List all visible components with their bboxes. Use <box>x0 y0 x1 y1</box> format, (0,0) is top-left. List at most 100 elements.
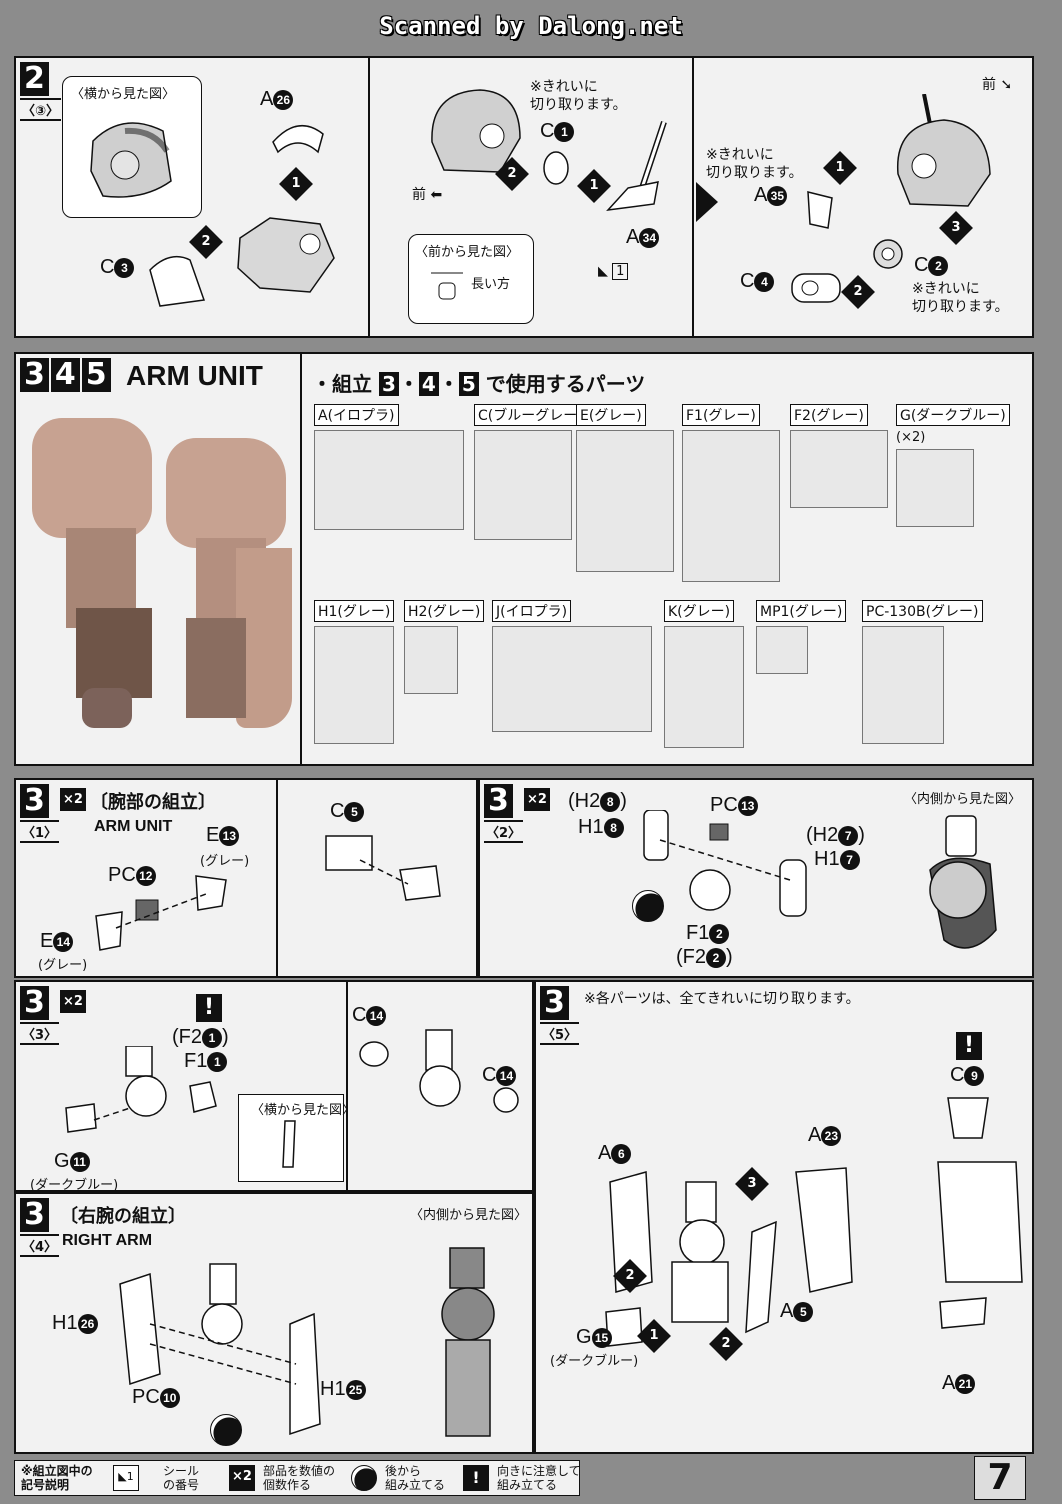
runner-h1: H1(グレー) <box>314 600 395 744</box>
step-subtitle: RIGHT ARM <box>62 1232 153 1249</box>
step-arrow-2b: 2 <box>709 1327 743 1361</box>
forearm-assembly-drawing <box>605 1167 853 1347</box>
runner-h2: H2(グレー) <box>404 600 485 694</box>
divider <box>276 780 278 976</box>
step-title: 〔右腕の組立〕 <box>60 1206 186 1227</box>
step-number: 3 <box>484 784 513 818</box>
clean-cut-note-2: ※きれいに 切り取ります。 <box>706 147 803 181</box>
part-a26-drawing <box>272 125 324 154</box>
runner-j: J(イロプラ) <box>492 600 652 732</box>
arm-joint-drawing <box>95 875 227 951</box>
step-number: 3 <box>20 986 49 1020</box>
runner-mp1: MP1(グレー) <box>756 600 847 674</box>
hand-assembly-drawing <box>937 1097 1023 1329</box>
x2-badge: ×2 <box>60 990 86 1013</box>
runner-f1: F1(グレー) <box>682 404 780 582</box>
part-a35-drawing <box>807 191 833 229</box>
helmet-front-drawing <box>431 89 521 173</box>
legend-count: 部品を数値の 個数作る <box>263 1464 336 1492</box>
right-arm-drawing <box>119 1263 321 1436</box>
substep-label: 〈4〉 <box>20 1234 60 1257</box>
back-icon <box>351 1465 377 1491</box>
inner-view-drawing <box>929 815 997 949</box>
upper-arm-cap-drawing <box>359 1029 519 1113</box>
runner-e: E(グレー) <box>576 404 674 572</box>
side-view-part <box>282 1120 296 1168</box>
legend-heading: ※組立図中の 記号説明 <box>21 1464 93 1492</box>
part-c5-drawing <box>325 835 441 901</box>
runner-c: C(ブルーグレー) <box>474 404 587 540</box>
inner-view-label: 〈内側から見た図〉 <box>904 792 1022 807</box>
dark-blue-label: (ダークブルー) <box>550 1354 639 1369</box>
step-subtitle: ARM UNIT <box>94 818 173 835</box>
divider <box>368 58 370 336</box>
runner-f2: F2(グレー) <box>790 404 888 508</box>
step-arrow-1: 1 <box>279 167 313 201</box>
runner-pc130b: PC-130B(グレー) <box>862 600 983 744</box>
side-view-label: 〈横から見た図〉 <box>251 1103 356 1118</box>
substep-label: 〈3〉 <box>20 1022 60 1045</box>
clean-cut-note: ※各パーツは、全てきれいに切り取ります。 <box>584 991 860 1007</box>
page-number: 7 <box>974 1456 1026 1500</box>
side-view-callout: 〈横から見た図〉 <box>62 76 202 218</box>
front-arrow-label: 前 ⬅ <box>412 187 443 203</box>
parts-heading: ・組立 3・4・5 で使用するパーツ <box>312 372 646 396</box>
back-assembly-icon <box>210 1414 242 1446</box>
watermark: Scanned by Dalong.net <box>379 12 683 40</box>
head-main-drawing <box>237 217 335 293</box>
substep-label: 〈1〉 <box>20 820 60 843</box>
x2-badge: ×2 <box>524 788 550 811</box>
divider <box>346 982 348 1190</box>
arm-render-left <box>26 418 156 738</box>
seal-indicator: ◣ 1 <box>598 263 629 280</box>
arm-unit-title: ARM UNIT <box>126 360 263 391</box>
front-view-label: 〈前から見た図〉 <box>415 245 520 260</box>
long-side-label: 長い方 <box>471 277 511 292</box>
step-number: 2 <box>20 62 49 96</box>
part-c2-drawing <box>873 239 903 269</box>
seal-icon: ◣1 <box>113 1465 139 1491</box>
step-arrow-1: 1 <box>637 1319 671 1353</box>
part-a34-drawing <box>606 121 667 212</box>
x2-badge: ×2 <box>60 788 86 811</box>
caution-icon: ! <box>463 1465 489 1491</box>
inner-arm-drawing <box>441 1247 495 1437</box>
arm-render-right <box>166 438 296 748</box>
flow-arrow <box>696 182 718 222</box>
step-arrow-1c: 1 <box>823 151 857 185</box>
gray-label: (グレー) <box>200 854 250 869</box>
step-arrow-3: 3 <box>939 211 973 245</box>
clean-cut-note-1: ※きれいに 切り取ります。 <box>530 79 627 113</box>
clean-cut-note-3: ※きれいに 切り取ります。 <box>912 281 1009 315</box>
gray-label-2: (グレー) <box>38 958 88 973</box>
